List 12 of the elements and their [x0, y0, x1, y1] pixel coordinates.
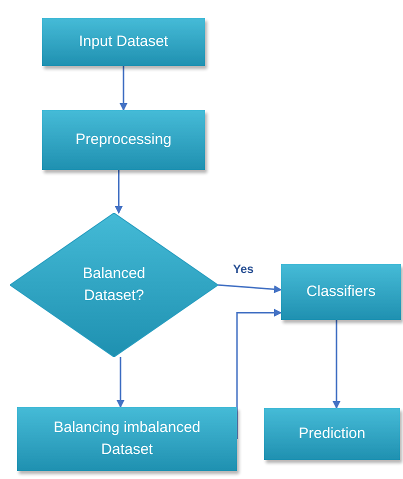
arrow [332, 320, 340, 409]
process-box: Input Dataset [42, 18, 205, 66]
process-box: Preprocessing [42, 110, 205, 170]
arrow [116, 357, 124, 408]
process-box: Prediction [264, 408, 400, 460]
process-box: Classifiers [281, 264, 401, 320]
node-text: Balanced Dataset? [82, 264, 146, 306]
arrow [114, 170, 123, 214]
arrow [218, 284, 282, 294]
process-box: Balancing imbalanced Dataset [17, 407, 237, 471]
edge-label: Yes [232, 263, 255, 275]
arrow [120, 66, 128, 111]
